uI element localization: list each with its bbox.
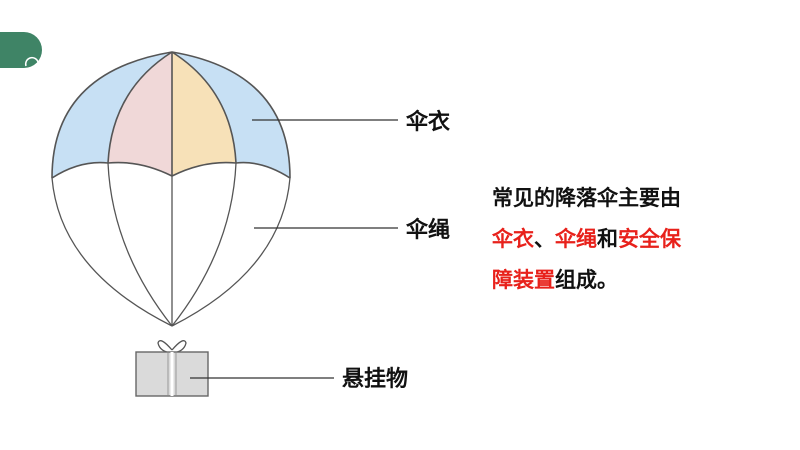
canopy-panel-yellow <box>172 52 236 176</box>
label-load: 悬挂物 <box>342 367 409 392</box>
desc-part-cords: 伞绳 <box>555 227 597 251</box>
desc-end: 组成。 <box>555 268 618 292</box>
canopy-panel-pink <box>108 52 172 176</box>
desc-part-safety-b: 障装置 <box>492 268 555 292</box>
desc-conj: 和 <box>597 227 618 251</box>
canopy-panel-right <box>172 52 290 178</box>
label-cords: 伞绳 <box>406 218 451 243</box>
description-text: 常见的降落伞主要由 伞衣、伞绳和安全保 障装置组成。 <box>492 178 762 301</box>
corner-tab-icon <box>0 32 42 68</box>
canopy-outline <box>51 51 291 179</box>
canopy-panel-left <box>52 52 172 178</box>
desc-part-canopy: 伞衣 <box>492 227 534 251</box>
desc-line1: 常见的降落伞主要由 <box>492 186 681 210</box>
label-canopy: 伞衣 <box>406 110 451 135</box>
desc-sep: 、 <box>534 227 555 251</box>
desc-part-safety-a: 安全保 <box>618 227 681 251</box>
suspension-cords <box>51 162 291 327</box>
corner-swirl-icon <box>24 56 39 67</box>
ribbon-bow <box>157 340 187 354</box>
